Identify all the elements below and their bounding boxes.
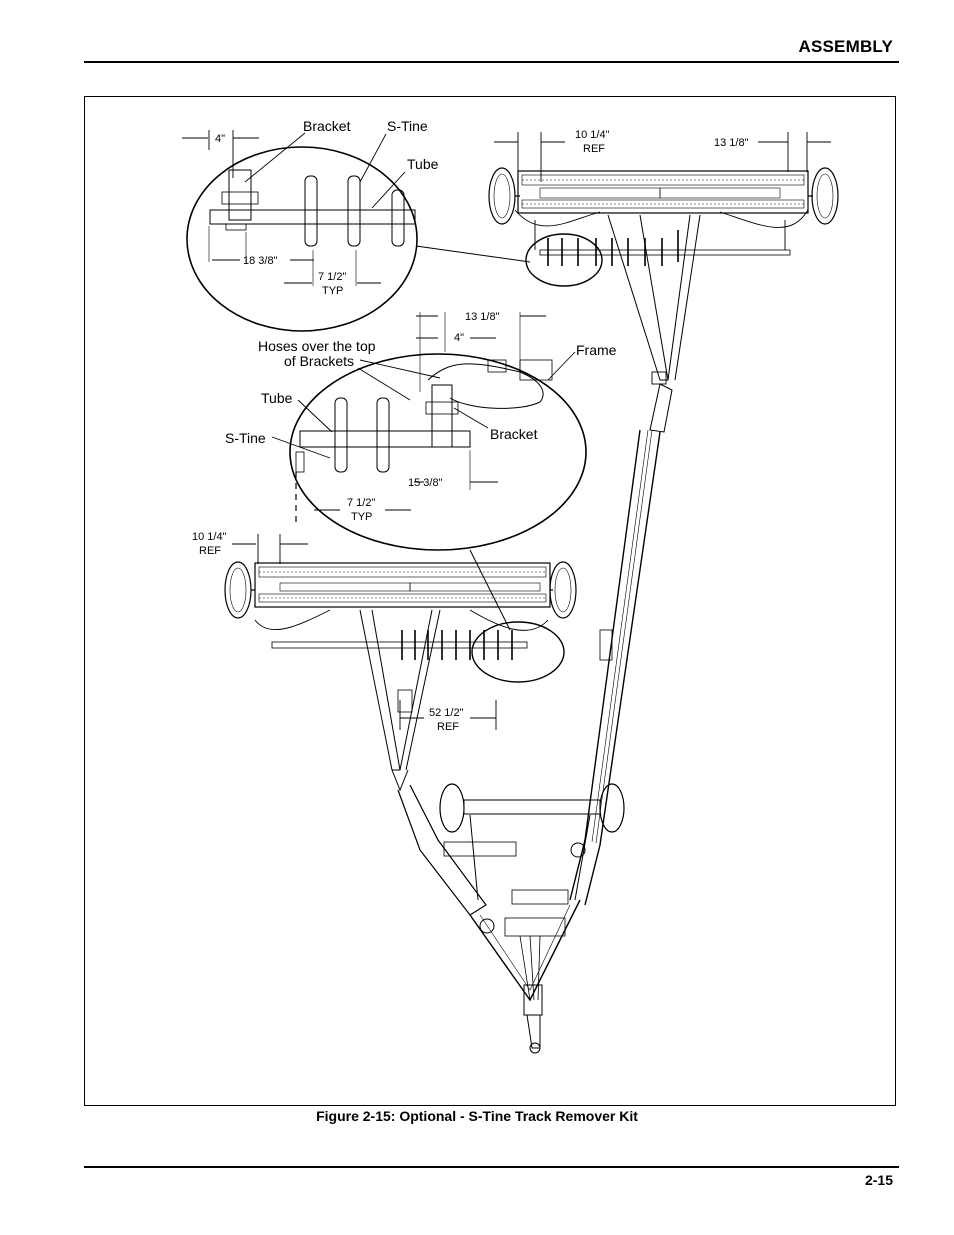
- dim-rake-10-1-4: 10 1/4": [575, 129, 610, 141]
- label-mid-tube: Tube: [261, 390, 293, 406]
- left-rake: [224, 561, 577, 916]
- leader-lines: [244, 132, 576, 459]
- section-title: ASSEMBLY: [798, 37, 893, 56]
- label-hoses-2: of Brackets: [284, 353, 354, 369]
- label-mid-bracket: Bracket: [490, 426, 538, 442]
- figure-caption: Figure 2-15: Optional - S-Tine Track Rem…: [316, 1108, 638, 1124]
- label-top-s-tine: S-Tine: [387, 118, 428, 134]
- detail-top-content: [208, 169, 416, 286]
- detail-top-target: [525, 233, 603, 287]
- dim-rake-ref: REF: [583, 143, 605, 155]
- label-top-bracket: Bracket: [303, 118, 351, 134]
- dim-top-18-3-8: 18 3/8": [243, 255, 278, 267]
- dim-rake-13-1-8: 13 1/8": [714, 137, 749, 149]
- dim-mid-4in: 4": [454, 332, 464, 344]
- dim-mid-7-1-2: 7 1/2": [347, 497, 375, 509]
- dim-mid-15-3-8: 15 3/8": [408, 477, 443, 489]
- dim-mid-13-1-8: 13 1/8": [465, 311, 500, 323]
- detail-top-circle: [186, 146, 418, 332]
- dim-top-typ: TYP: [322, 285, 343, 297]
- label-frame: Frame: [576, 342, 617, 358]
- page-number: 2-15: [864, 1172, 893, 1188]
- detail-mid-circle: [289, 353, 587, 551]
- dim-left-10-1-4: 10 1/4": [192, 531, 227, 543]
- dim-left-52-1-2: 52 1/2": [429, 707, 464, 719]
- dim-left-ref-2: REF: [437, 721, 459, 733]
- detail-mid-content: [295, 312, 553, 522]
- figure-frame: [84, 96, 896, 1106]
- label-hoses-1: Hoses over the top: [258, 338, 376, 354]
- label-mid-s-tine: S-Tine: [225, 430, 266, 446]
- main-frame: [439, 429, 661, 1054]
- dim-top-7-1-2: 7 1/2": [318, 271, 346, 283]
- dim-top-4in: 4": [215, 133, 225, 145]
- top-rake: [488, 167, 839, 433]
- dim-left-ref: REF: [199, 545, 221, 557]
- footer-rule: [84, 1166, 899, 1168]
- dim-mid-typ: TYP: [351, 511, 372, 523]
- header-rule: [84, 61, 899, 63]
- dimension-lines: [182, 130, 831, 730]
- label-top-tube: Tube: [407, 156, 439, 172]
